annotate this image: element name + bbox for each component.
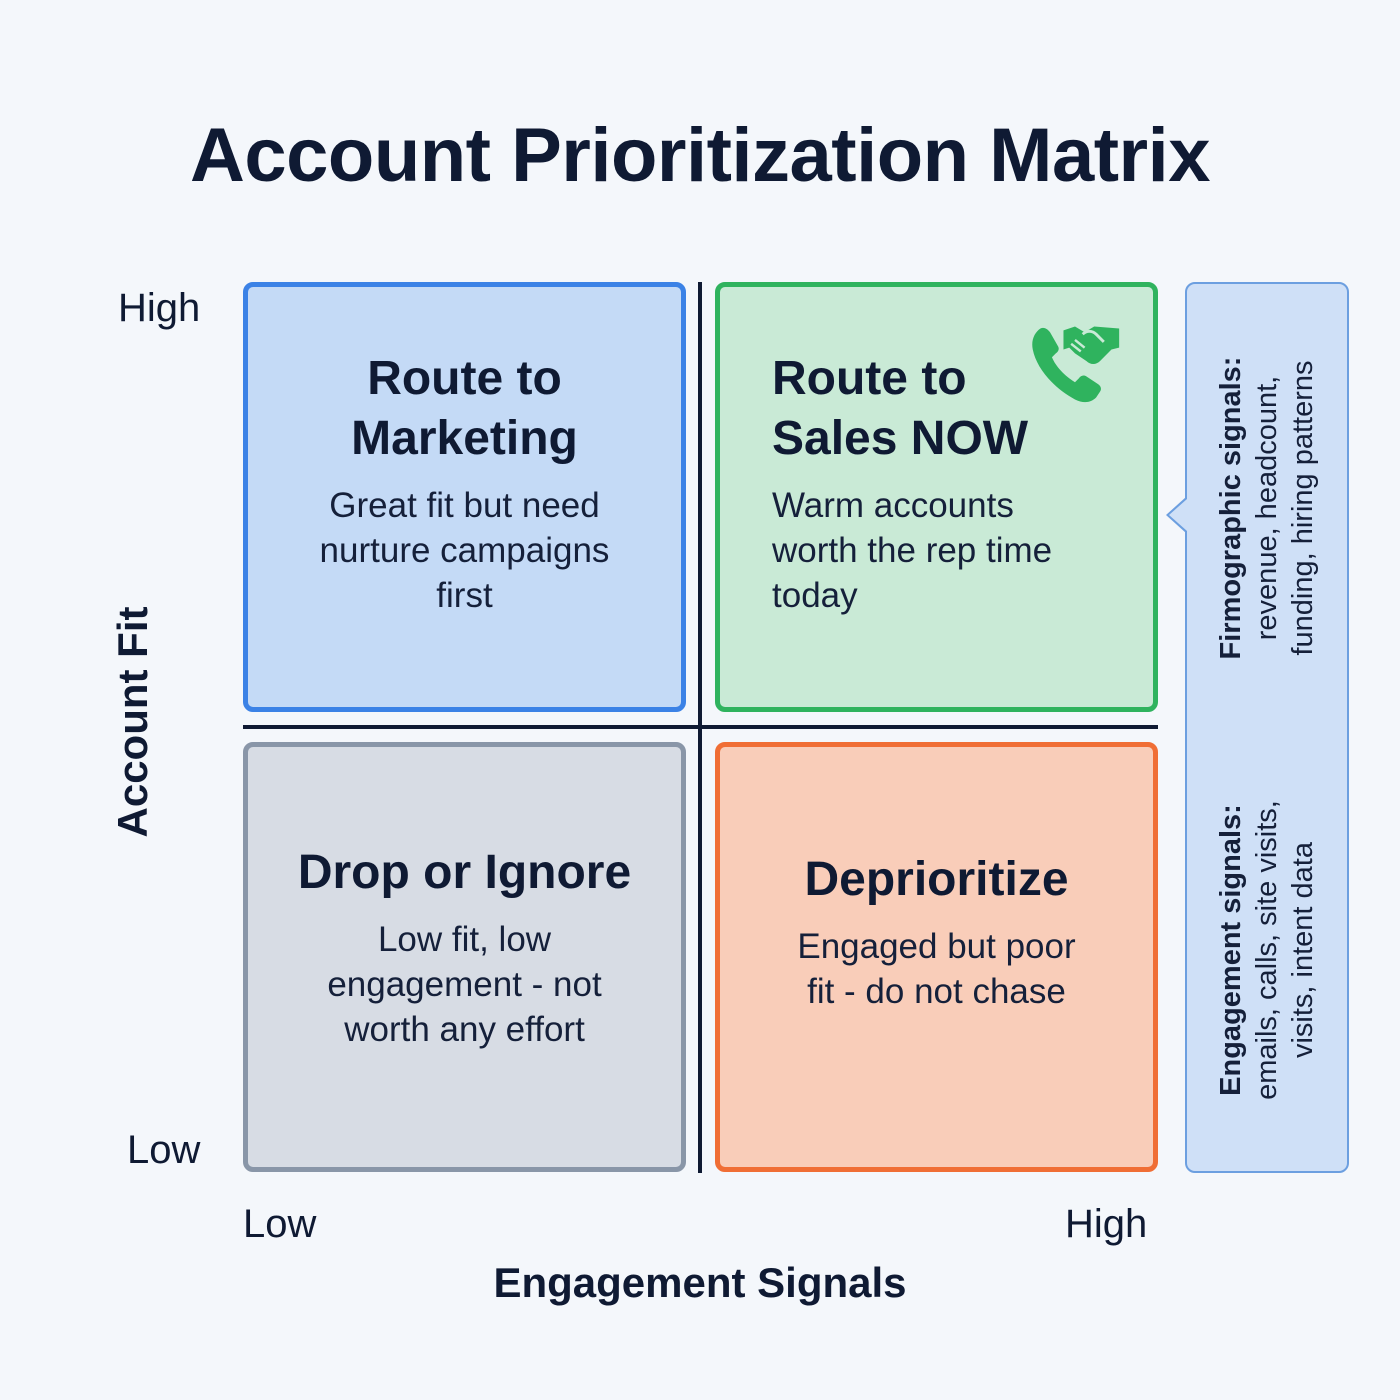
engagement-signals-note: Engagement signals: emails, calls, site … [1215, 800, 1319, 1100]
x-axis-title: Engagement Signals [493, 1259, 907, 1306]
quadrant-title: Drop or Ignore [297, 845, 632, 899]
quadrant-title: Deprioritize [804, 853, 1069, 906]
quadrant-description: Engaged but poor fit - do not chase [797, 927, 1076, 1011]
quadrant-route-to-marketing: Route to Marketing Great fit but need nu… [243, 282, 686, 712]
x-axis-low-label: Low [243, 1202, 317, 1246]
phone-handshake-icon [1032, 326, 1120, 403]
quadrant-description: Warm accounts worth the rep time today [772, 485, 1053, 615]
signals-callout-panel [1185, 282, 1349, 1173]
quadrant-deprioritize: Deprioritize Engaged but poor fit - do n… [715, 742, 1158, 1172]
quadrant-title: Route to Sales NOW [772, 351, 1029, 465]
quadrant-description: Low fit, low engagement - not worth any … [327, 919, 602, 1049]
quadrant-title: Route to Marketing [351, 351, 578, 465]
quadrant-drop-or-ignore: Drop or Ignore Low fit, low engagement -… [243, 742, 686, 1172]
firmographic-signals-note: Firmographic signals: revenue, headcount… [1215, 356, 1319, 660]
x-axis-high-label: High [1065, 1202, 1148, 1246]
callout-pointer-fill [1169, 499, 1187, 531]
y-axis-title: Account Fit [109, 606, 156, 838]
horizontal-axis-divider [243, 725, 1158, 729]
quadrant-description: Great fit but need nurture campaigns fir… [319, 485, 610, 615]
page-title: Account Prioritization Matrix [189, 113, 1211, 198]
y-axis-low-label: Low [127, 1128, 201, 1172]
quadrant-route-to-sales-now: Route to Sales NOW Warm accounts worth t… [715, 282, 1158, 712]
y-axis-high-label: High [118, 286, 201, 330]
